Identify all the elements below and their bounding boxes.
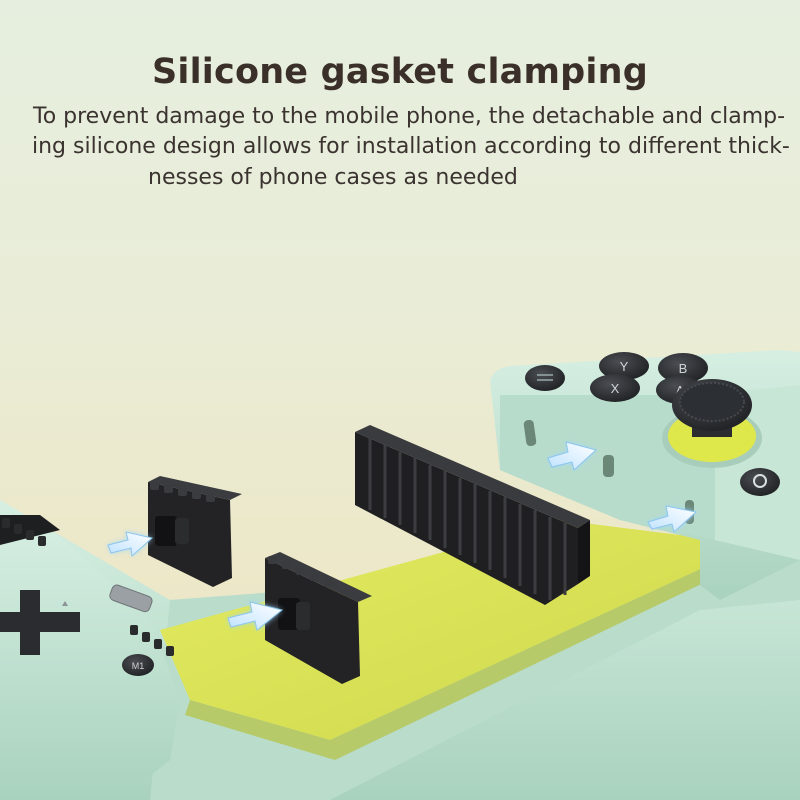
y-button (599, 352, 649, 380)
arrow-icon (547, 441, 598, 471)
usb-c-connector (109, 584, 153, 613)
small-silicone-gasket-left (148, 476, 242, 587)
b-button-label: B (679, 361, 688, 376)
home-button (740, 468, 780, 496)
insert-arrows (107, 441, 698, 631)
page-title: Silicone gasket clamping (152, 52, 648, 92)
arrow-icon (227, 601, 284, 631)
x-button (590, 374, 640, 402)
long-silicone-gasket (355, 425, 590, 605)
arrow-icon (107, 531, 154, 558)
y-button-label: Y (620, 359, 629, 374)
x-button-label: X (611, 381, 620, 396)
m1-button-label: M1 (132, 661, 145, 671)
b-button (658, 353, 708, 383)
description-line-3: nesses of phone cases as needed (148, 165, 518, 190)
arrow-icon (647, 505, 698, 533)
d-pad (0, 590, 80, 655)
menu-button (525, 365, 565, 391)
description-line-2: ing silicone design allows for installat… (32, 134, 790, 159)
small-silicone-gasket-right (265, 552, 372, 684)
description-line-1: To prevent damage to the mobile phone, t… (33, 104, 786, 129)
left-grip: M1 (0, 515, 180, 800)
m1-button (122, 654, 154, 676)
right-joystick (662, 379, 762, 468)
